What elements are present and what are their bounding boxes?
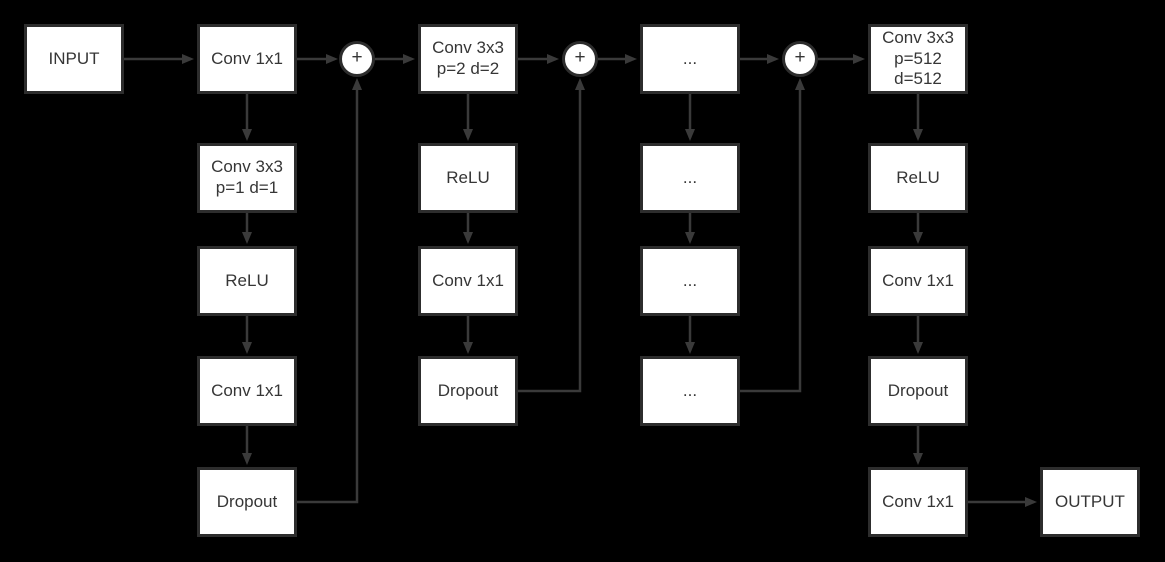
node-input: INPUT xyxy=(24,24,124,94)
plus-label: + xyxy=(794,47,806,68)
node-c3-ellipsis-3: ... xyxy=(640,246,740,316)
node-c2-conv3x3: Conv 3x3 p=2 d=2 xyxy=(418,24,518,94)
node-c4-conv1x1-2: Conv 1x1 xyxy=(868,467,968,537)
node-c1-conv1x1-2: Conv 1x1 xyxy=(197,356,297,426)
arrow-c2-dropout-to-sum2 xyxy=(518,78,585,393)
plus-label: + xyxy=(574,47,586,68)
node-c3-ellipsis-2: ... xyxy=(640,143,740,213)
sum-node-1: + xyxy=(339,41,375,77)
node-c2-dropout: Dropout xyxy=(418,356,518,426)
node-c2-relu: ReLU xyxy=(418,143,518,213)
node-c3-ellipsis-4: ... xyxy=(640,356,740,426)
node-c4-relu: ReLU xyxy=(868,143,968,213)
sum-node-2: + xyxy=(562,41,598,77)
node-c4-conv1x1: Conv 1x1 xyxy=(868,246,968,316)
sum-node-3: + xyxy=(782,41,818,77)
arrow-c1-dropout-to-sum1 xyxy=(297,78,362,504)
node-c1-relu: ReLU xyxy=(197,246,297,316)
arrow-c3-r4-to-sum3 xyxy=(740,78,805,393)
node-c1-conv3x3: Conv 3x3 p=1 d=1 xyxy=(197,143,297,213)
node-c2-conv1x1: Conv 1x1 xyxy=(418,246,518,316)
node-c4-conv3x3: Conv 3x3 p=512 d=512 xyxy=(868,24,968,94)
plus-label: + xyxy=(351,47,363,68)
node-c3-ellipsis-1: ... xyxy=(640,24,740,94)
node-output: OUTPUT xyxy=(1040,467,1140,537)
node-c1-dropout: Dropout xyxy=(197,467,297,537)
node-c4-dropout: Dropout xyxy=(868,356,968,426)
node-c1-conv1x1: Conv 1x1 xyxy=(197,24,297,94)
